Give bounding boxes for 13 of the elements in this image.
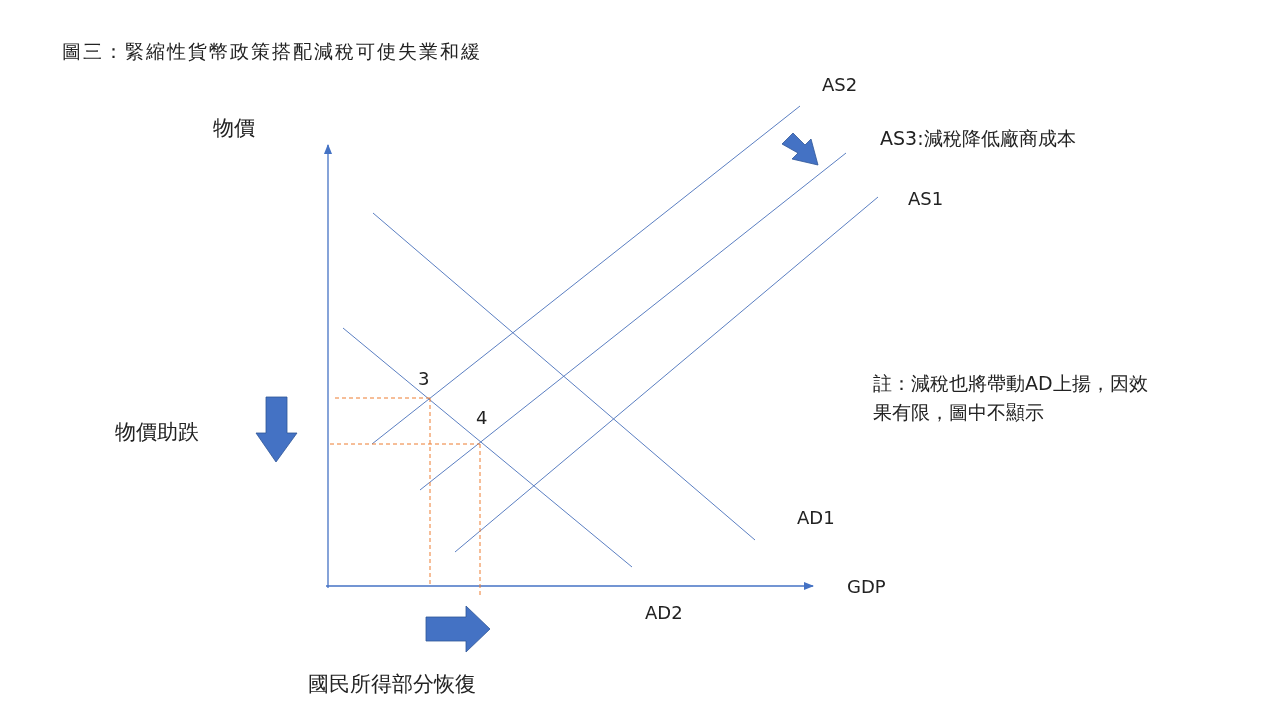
axis-label: 物價 xyxy=(213,114,255,142)
title: 圖三：緊縮性貨幣政策搭配減稅可使失業和緩 xyxy=(62,40,482,64)
point-label: 4 xyxy=(476,406,488,430)
annotation: 國民所得部分恢復 xyxy=(308,670,476,698)
note: 註：減稅也將帶動AD上揚，因效果有限，圖中不顯示 xyxy=(873,370,1149,424)
annotation: 物價助跌 xyxy=(115,418,199,446)
curve-label: AS2 xyxy=(822,73,858,97)
curve-label: AD2 xyxy=(645,601,683,625)
curve-label: AD1 xyxy=(797,506,835,530)
curve-label: AS1 xyxy=(908,187,944,211)
curve-label: AS3:減稅降低廠商成本 xyxy=(880,127,1076,151)
point-label: 3 xyxy=(418,367,430,391)
axis-label: GDP xyxy=(847,575,886,599)
